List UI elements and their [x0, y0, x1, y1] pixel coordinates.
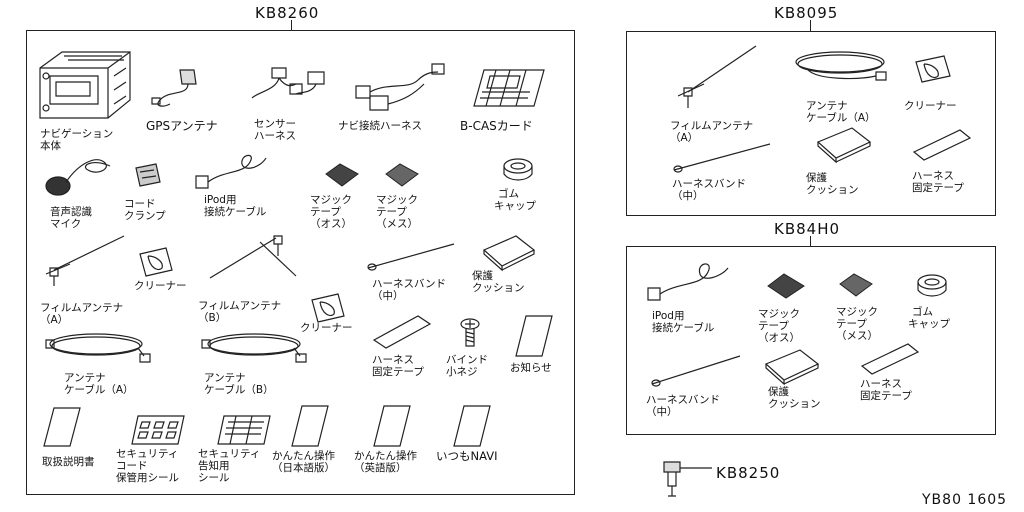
- part-label-navi-unit: ナビゲーション本体: [40, 128, 114, 152]
- kit-panel-film: [626, 31, 996, 216]
- part-label-antenna-cable-b: アンテナケーブル（B）: [204, 372, 274, 396]
- part-label-cleaner: クリーナー: [134, 280, 187, 292]
- sensor-harness-icon: [246, 62, 336, 106]
- ipod-cable-icon: [644, 258, 734, 310]
- part-label-manual: 取扱説明書: [42, 456, 95, 468]
- tape-male-icon: [322, 160, 362, 190]
- part-label-fix-tape: ハーネス固定テープ: [860, 378, 912, 402]
- harness-fix-tape-icon: [910, 126, 974, 164]
- part-label-film-antenna-b: フィルムアンテナ（B）: [198, 300, 282, 324]
- mounting-clip-icon: [654, 452, 724, 500]
- navigation-unit-icon: [34, 46, 134, 124]
- harness-band-icon: [362, 238, 462, 274]
- part-label-antenna-cable-a: アンテナケーブル（A）: [806, 100, 876, 124]
- part-label-gps-antenna: GPSアンテナ: [146, 119, 218, 133]
- bcas-card-icon: [470, 66, 550, 110]
- part-label-notice: お知らせ: [510, 362, 552, 374]
- cleaner-icon: [134, 244, 178, 280]
- security-notice-seal-icon: [214, 412, 274, 448]
- itsumo-navi-icon: [450, 402, 494, 450]
- bind-screw-icon: [458, 316, 482, 350]
- voice-microphone-icon: [40, 152, 120, 200]
- antenna-cable-a-icon: [40, 326, 160, 368]
- antenna-cable-a-icon: [788, 48, 894, 90]
- figure-reference: YB80 1605: [922, 492, 1008, 508]
- part-label-harness-band: ハーネスバンド（中）: [672, 178, 747, 202]
- quick-guide-en-icon: [370, 402, 414, 450]
- part-label-sensor-harness: センサーハーネス: [254, 118, 296, 142]
- manual-booklet-icon: [40, 404, 84, 450]
- tape-female-icon: [836, 270, 876, 300]
- protective-cushion-icon: [478, 232, 538, 272]
- part-label-cleaner: クリーナー: [300, 322, 353, 334]
- leader-line-film: [810, 20, 811, 31]
- kit-code-clip: KB8250: [716, 464, 781, 482]
- part-label-fix-tape: ハーネス固定テープ: [372, 354, 424, 378]
- part-label-quick-guide-en: かんたん操作（英語版）: [354, 450, 417, 474]
- part-label-ipod-cable: iPod用接続ケーブル: [652, 310, 715, 334]
- quick-guide-jp-icon: [288, 402, 332, 450]
- notice-paper-icon: [512, 312, 556, 360]
- protective-cushion-icon: [760, 346, 822, 386]
- kit-code-main: KB8260: [255, 4, 320, 22]
- part-label-antenna-cable-a: アンテナケーブル（A）: [64, 372, 134, 396]
- harness-band-icon: [666, 136, 776, 176]
- part-label-cord-clamp: コードクランプ: [124, 198, 166, 222]
- part-label-navi-harness: ナビ接続ハーネス: [338, 120, 422, 132]
- part-label-bcas-card: B-CASカード: [460, 119, 533, 133]
- navi-harness-icon: [348, 60, 448, 116]
- part-label-bind-screw: バインド小ネジ: [446, 354, 488, 378]
- tape-female-icon: [382, 160, 422, 190]
- part-label-security-code-seal: セキュリティコード保管用シール: [116, 448, 179, 484]
- part-label-cushion: 保護クッション: [472, 270, 525, 294]
- ipod-cable-icon: [190, 150, 270, 198]
- cleaner-icon: [910, 52, 956, 84]
- kit-code-ipod: KB84H0: [774, 220, 841, 238]
- harness-band-icon: [644, 350, 744, 390]
- harness-fix-tape-icon: [370, 312, 434, 352]
- leader-line-ipod: [810, 236, 811, 246]
- tape-male-icon: [764, 270, 808, 302]
- part-label-quick-guide-jp: かんたん操作（日本語版）: [272, 450, 335, 474]
- part-label-ipod-cable: iPod用接続ケーブル: [204, 194, 267, 218]
- kit-code-film: KB8095: [774, 4, 839, 22]
- harness-fix-tape-icon: [858, 340, 922, 378]
- rubber-cap-icon: [914, 272, 950, 302]
- antenna-cable-b-icon: [196, 326, 316, 368]
- part-label-cushion: 保護クッション: [768, 386, 821, 410]
- part-label-film-antenna-a: フィルムアンテナ（A）: [670, 120, 754, 144]
- kit-panel-ipod: [626, 246, 996, 435]
- part-label-microphone: 音声認識マイク: [50, 206, 92, 230]
- rubber-cap-icon: [500, 156, 536, 186]
- cleaner-icon: [306, 290, 350, 326]
- gps-antenna-icon: [148, 64, 208, 112]
- leader-line-main: [291, 20, 292, 30]
- part-label-itsumo-navi: いつもNAVI: [436, 449, 498, 463]
- part-label-tape-female: マジックテープ（メス）: [836, 306, 878, 342]
- film-antenna-a-icon: [40, 230, 130, 286]
- security-code-seal-icon: [128, 412, 188, 448]
- part-label-rubber-cap: ゴムキャップ: [908, 306, 950, 330]
- part-label-cleaner: クリーナー: [904, 100, 957, 112]
- part-label-cushion: 保護クッション: [806, 172, 859, 196]
- part-label-fix-tape: ハーネス固定テープ: [912, 170, 964, 194]
- kit-panel-main: [26, 30, 575, 495]
- part-label-security-notice-seal: セキュリティ告知用シール: [198, 448, 261, 484]
- part-label-harness-band: ハーネスバンド（中）: [646, 394, 721, 418]
- film-antenna-a-icon: [672, 40, 772, 110]
- part-label-harness-band: ハーネスバンド（中）: [372, 278, 447, 302]
- part-label-tape-female: マジックテープ（メス）: [376, 194, 418, 230]
- part-label-film-antenna-a: フィルムアンテナ（A）: [40, 302, 124, 326]
- part-label-tape-male: マジックテープ（オス）: [310, 194, 352, 230]
- film-antenna-b-icon: [200, 230, 300, 290]
- cord-clamp-icon: [130, 160, 166, 192]
- part-label-tape-male: マジックテープ（オス）: [758, 308, 800, 344]
- protective-cushion-icon: [812, 124, 874, 164]
- part-label-rubber-cap: ゴムキャップ: [494, 188, 536, 212]
